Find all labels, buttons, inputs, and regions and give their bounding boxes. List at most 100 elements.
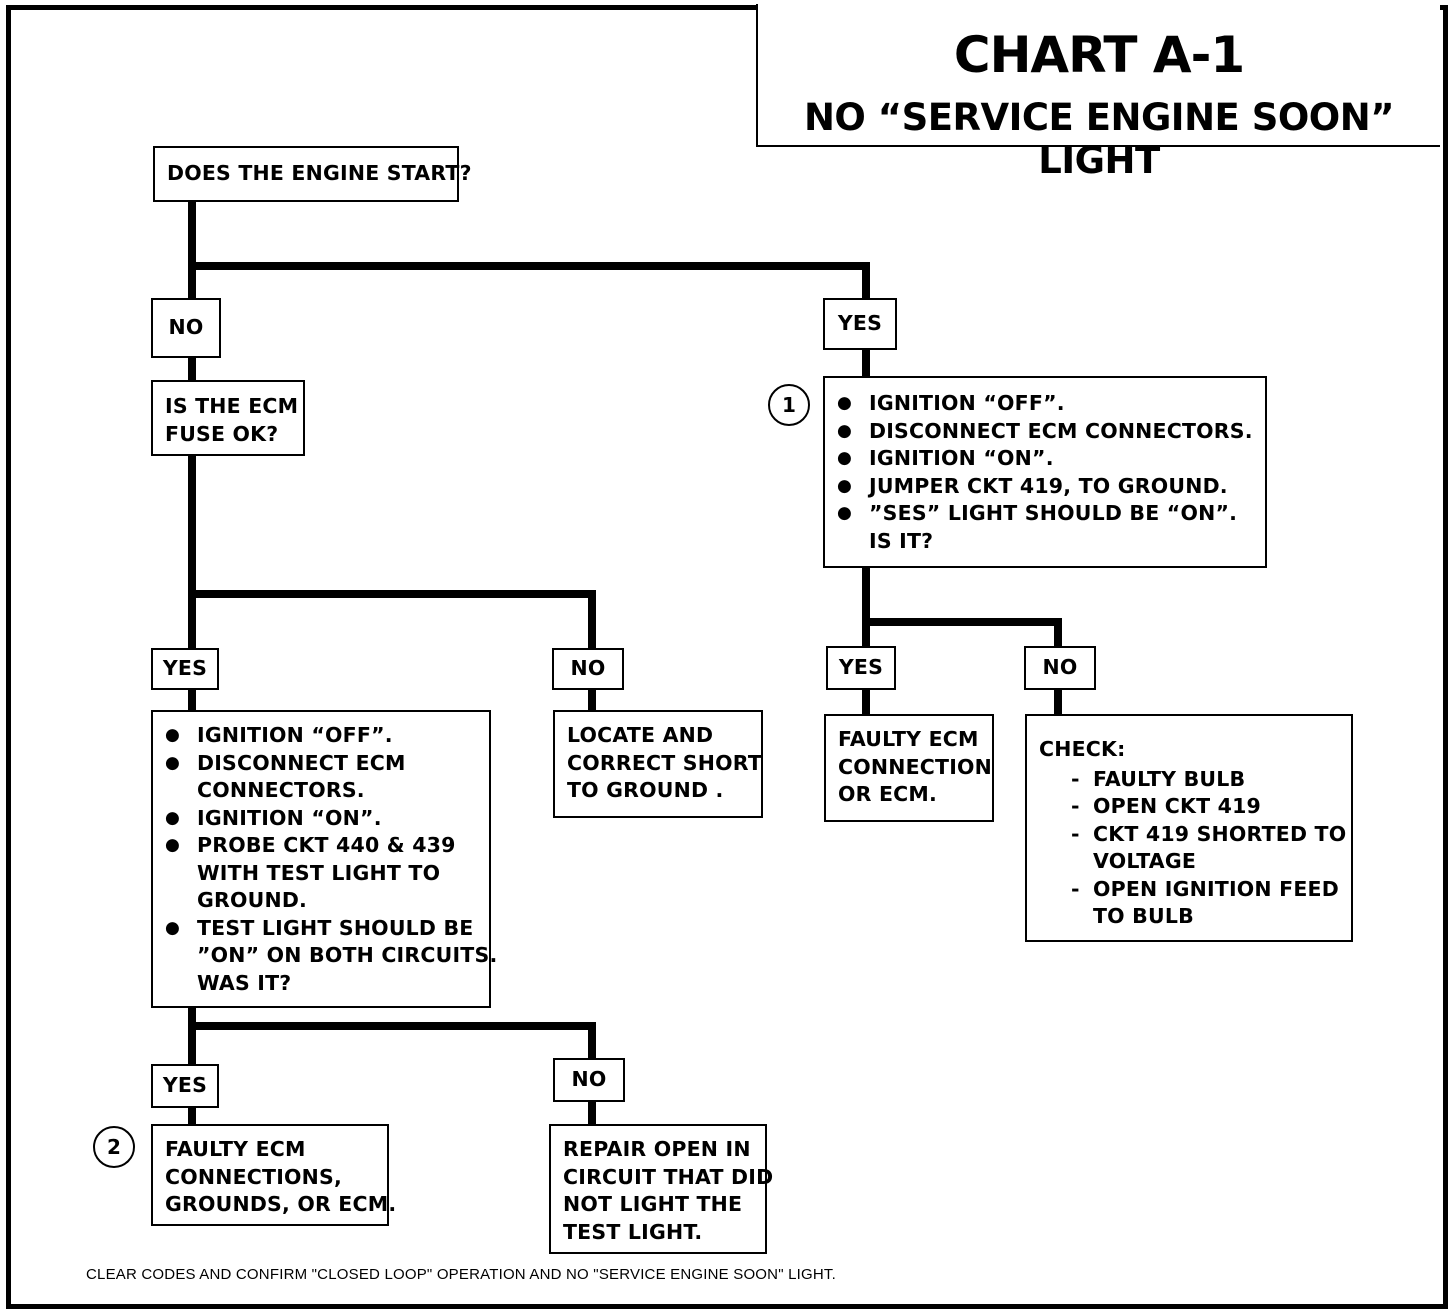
repair-open-line: REPAIR OPEN IN <box>563 1137 751 1161</box>
faulty-connection-line: CONNECTION <box>838 754 993 779</box>
test-yes-label-box: YES <box>151 1064 219 1108</box>
faulty-ecm-line: FAULTY ECM <box>165 1137 306 1161</box>
check-item: - FAULTY BULB <box>1071 766 1341 794</box>
repair-open-line: NOT LIGHT THE <box>563 1192 743 1216</box>
step-text: JUMPER CKT 419, TO GROUND. <box>869 473 1228 498</box>
ses-no-label: NO <box>1042 655 1078 680</box>
dash-marker: - <box>1071 821 1080 846</box>
ecm-test-steps-box: ● IGNITION “OFF”. ● DISCONNECT ECM CONNE… <box>151 710 497 1008</box>
check-title: CHECK: <box>1039 737 1126 761</box>
fuse-yes-label-box: YES <box>151 648 219 690</box>
start-question-box: DOES THE ENGINE START? <box>153 146 472 202</box>
locate-short-line: LOCATE AND <box>567 723 714 747</box>
test-no-label-box: NO <box>553 1058 625 1102</box>
faulty-ecm-grounds-box: FAULTY ECM CONNECTIONS, GROUNDS, OR ECM. <box>151 1124 397 1226</box>
repair-open-line: CIRCUIT THAT DID <box>563 1164 774 1189</box>
check-item: - OPEN CKT 419 <box>1071 793 1341 821</box>
step-marker-1: 1 <box>768 384 810 426</box>
dash-marker: - <box>1071 876 1080 901</box>
step-item: ● DISCONNECT ECM CONNECTORS. <box>837 418 1255 446</box>
check-item-text: FAULTY BULB <box>1093 766 1246 791</box>
locate-short-box: LOCATE AND CORRECT SHORT TO GROUND . <box>553 710 763 818</box>
bullet-icon: ● <box>165 752 181 773</box>
faulty-ecm-line: CONNECTIONS, <box>165 1164 342 1189</box>
bullet-icon: ● <box>165 917 181 938</box>
check-item-text: VOLTAGE <box>1093 849 1197 873</box>
test-no-label: NO <box>571 1067 607 1092</box>
ses-yes-label-box: YES <box>826 646 896 690</box>
step-item: ● DISCONNECT ECM CONNECTORS. <box>165 750 479 805</box>
step-text: IGNITION “OFF”. <box>869 391 1065 415</box>
bullet-icon: ● <box>837 420 853 441</box>
step-text: IGNITION “OFF”. <box>197 723 393 747</box>
bullet-icon: ● <box>837 503 853 523</box>
no-label: NO <box>168 315 204 340</box>
fuse-yes-label: YES <box>162 656 208 681</box>
check-list-box: CHECK: - FAULTY BULB - OPEN CKT 419 - CK… <box>1025 714 1353 942</box>
step-text: IS IT? <box>869 528 934 553</box>
check-item-text: OPEN CKT 419 <box>1093 794 1261 818</box>
yes-label: YES <box>837 311 883 336</box>
ses-no-label-box: NO <box>1024 646 1096 690</box>
no-label-box: NO <box>151 298 221 358</box>
bullet-icon: ● <box>165 725 181 745</box>
step-text: GROUND. <box>197 888 308 912</box>
locate-short-line: CORRECT SHORT <box>567 750 763 775</box>
step-marker-number: 2 <box>107 1135 121 1159</box>
step-item: ● TEST LIGHT SHOULD BE ”ON” ON BOTH CIRC… <box>165 915 497 998</box>
step-text: IGNITION “ON”. <box>197 805 382 830</box>
connector-fuse-no <box>188 590 596 652</box>
connector-ses-no <box>862 618 1062 652</box>
start-question: DOES THE ENGINE START? <box>167 161 472 186</box>
check-item-text: TO BULB <box>1093 904 1194 928</box>
step-marker-number: 1 <box>782 393 796 417</box>
bullet-icon: ● <box>165 807 181 828</box>
ses-yes-label: YES <box>838 655 884 680</box>
title-box: CHART A-1 NO “SERVICE ENGINE SOON” LIGHT <box>756 4 1440 182</box>
bullet-icon: ● <box>837 475 853 496</box>
dash-marker: - <box>1071 766 1080 791</box>
connector-start-yes <box>188 262 870 300</box>
fuse-question-line: IS THE ECM <box>165 394 299 418</box>
step-text: DISCONNECT ECM CONNECTORS. <box>869 418 1253 443</box>
step-marker-2: 2 <box>93 1126 135 1168</box>
step-text: WAS IT? <box>197 970 292 995</box>
step-item: ● IGNITION “OFF”. <box>837 390 1255 418</box>
step-item: ● IGNITION “OFF”. <box>165 722 479 750</box>
fuse-question-box: IS THE ECM FUSE OK? <box>151 380 305 456</box>
step-item: ● PROBE CKT 440 & 439 WITH TEST LIGHT TO… <box>165 832 479 915</box>
connector-steps-no <box>188 1022 596 1064</box>
chart-subtitle: NO “SERVICE ENGINE SOON” LIGHT <box>803 96 1395 182</box>
fuse-no-label: NO <box>570 656 606 681</box>
faulty-connection-line: FAULTY ECM <box>838 727 979 751</box>
step-text: ”SES” LIGHT SHOULD BE “ON”. <box>869 501 1238 525</box>
repair-open-line: TEST LIGHT. <box>563 1219 703 1244</box>
step-text: IGNITION “ON”. <box>869 446 1054 470</box>
chart-title: CHART A-1 <box>953 26 1245 84</box>
ses-test-steps-box: ● IGNITION “OFF”. ● DISCONNECT ECM CONNE… <box>823 376 1267 568</box>
faulty-connection-line: OR ECM. <box>838 782 937 806</box>
dash-marker: - <box>1071 794 1080 818</box>
check-item: - OPEN IGNITION FEED TO BULB <box>1071 876 1341 931</box>
footer-note: CLEAR CODES AND CONFIRM "CLOSED LOOP" OP… <box>86 1266 836 1283</box>
bullet-icon: ● <box>165 835 181 855</box>
bullet-icon: ● <box>837 448 853 468</box>
step-item: ● ”SES” LIGHT SHOULD BE “ON”. IS IT? <box>837 500 1255 555</box>
faulty-ecm-line: GROUNDS, OR ECM. <box>165 1192 397 1216</box>
check-item-text: OPEN IGNITION FEED <box>1093 876 1339 901</box>
step-text: TEST LIGHT SHOULD BE <box>197 915 474 940</box>
check-item-text: CKT 419 SHORTED TO <box>1093 821 1347 846</box>
step-text: CONNECTORS. <box>197 778 365 802</box>
fuse-no-label-box: NO <box>552 648 624 690</box>
faulty-ecm-connection-box: FAULTY ECM CONNECTION OR ECM. <box>824 714 994 822</box>
step-item: ● JUMPER CKT 419, TO GROUND. <box>837 473 1255 501</box>
locate-short-line: TO GROUND . <box>567 778 724 802</box>
chart-frame <box>6 5 1448 1309</box>
check-item: - CKT 419 SHORTED TO VOLTAGE <box>1071 821 1346 876</box>
step-text: WITH TEST LIGHT TO <box>197 860 441 885</box>
yes-label-box: YES <box>823 298 897 350</box>
fuse-question-line: FUSE OK? <box>165 421 279 446</box>
bullet-icon: ● <box>837 393 853 413</box>
step-text: PROBE CKT 440 & 439 <box>197 833 456 857</box>
